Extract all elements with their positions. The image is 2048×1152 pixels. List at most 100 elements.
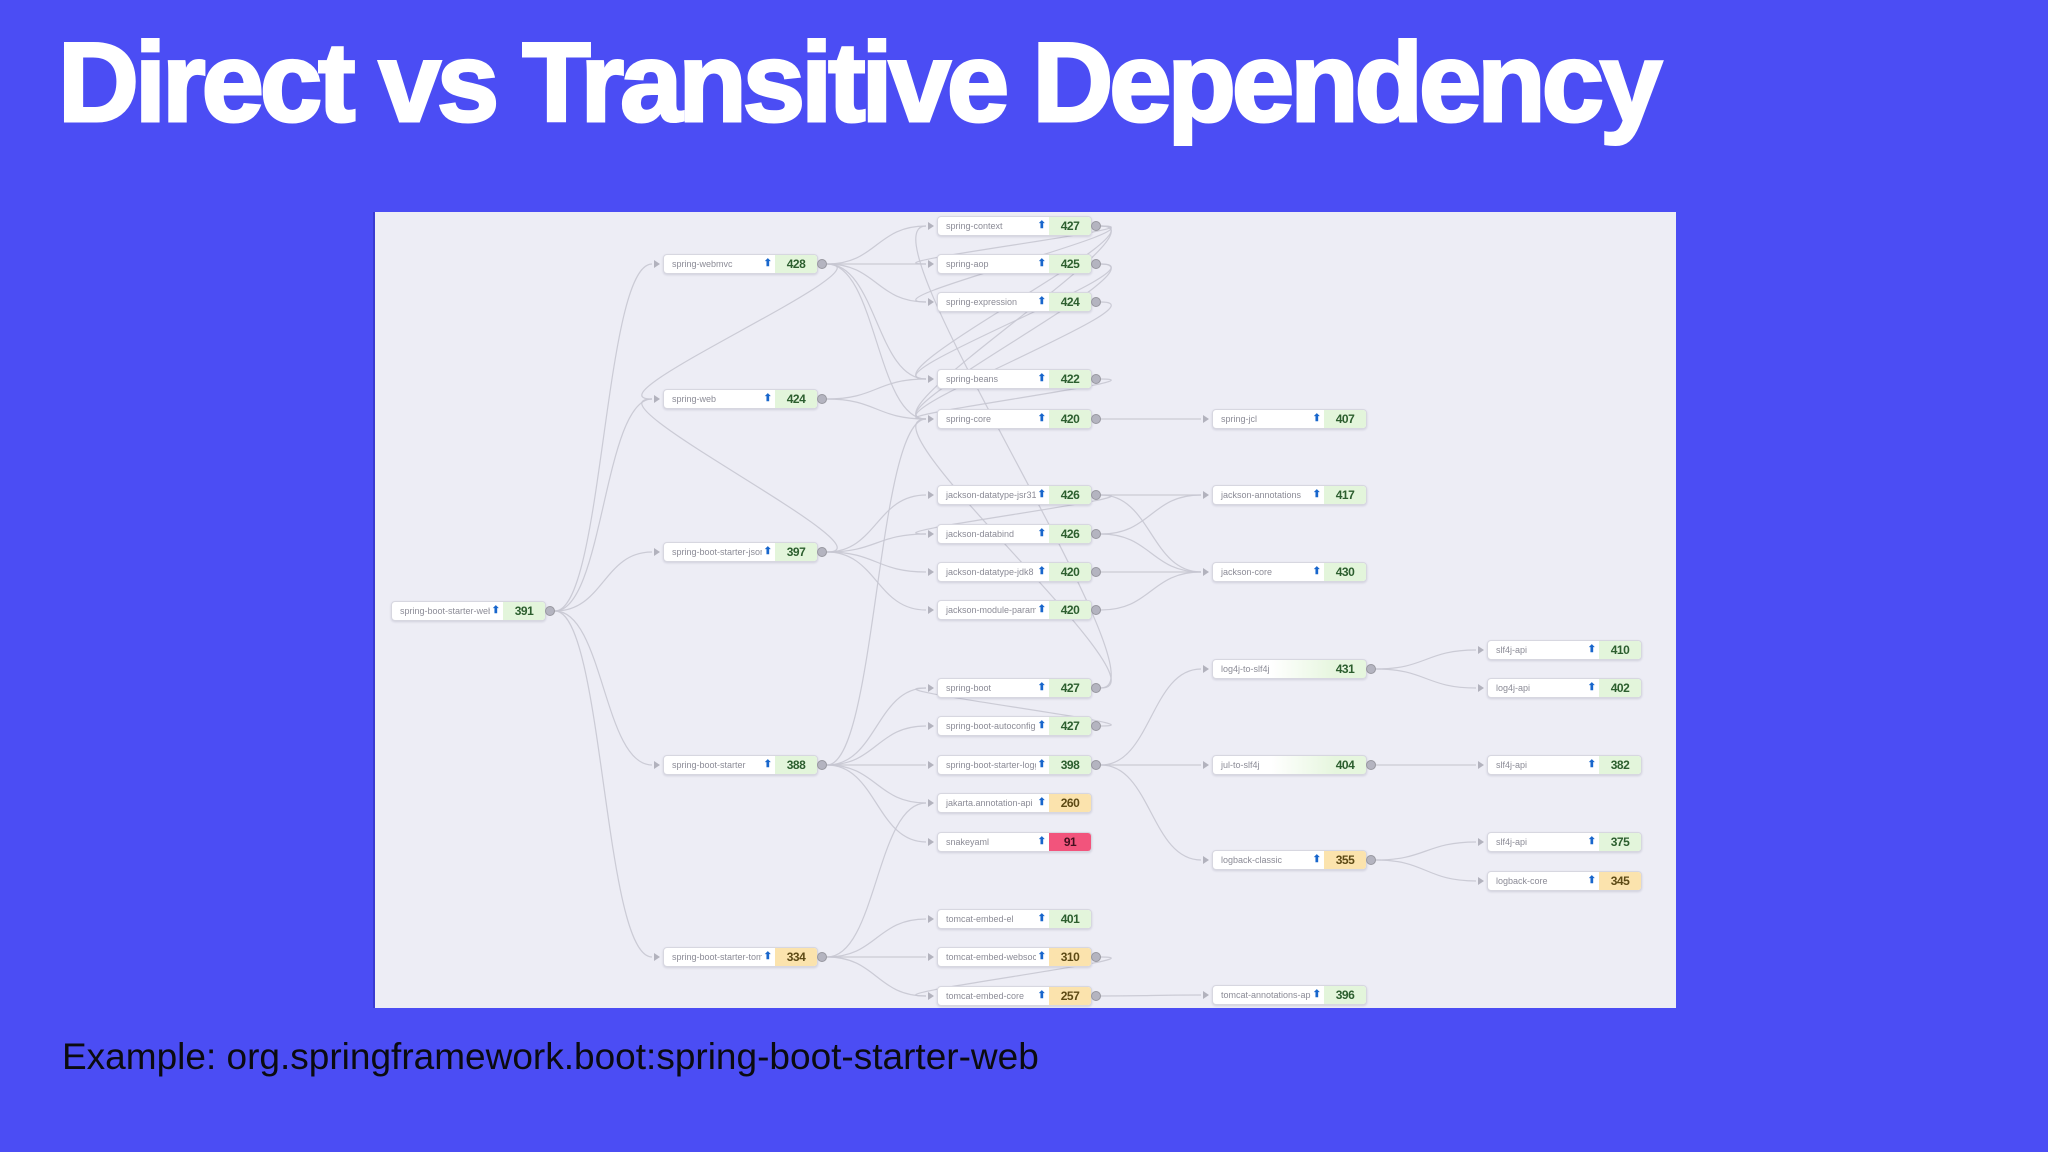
node-label: log4j-api [1496, 683, 1531, 693]
upgrade-arrow-icon[interactable]: ⬆ [1037, 296, 1046, 307]
dependency-node-spring-aop[interactable]: spring-aop⬆425 [928, 254, 1101, 274]
edge-target-arrow-icon [928, 530, 934, 538]
dependency-node-jackson-databind[interactable]: jackson-databind⬆426 [928, 524, 1101, 544]
edge-source-dot-icon [1091, 259, 1101, 269]
dependency-node-spring-boot-starter-tom[interactable]: spring-boot-starter-tom...⬆334 [654, 947, 827, 967]
dependency-edge [826, 418, 927, 766]
dependency-node-jakarta-annotation-api[interactable]: jakarta.annotation-api⬆260 [928, 793, 1092, 813]
edge-source-dot-icon [1091, 490, 1101, 500]
node-label: spring-jcl [1221, 414, 1258, 424]
upgrade-arrow-icon[interactable]: ⬆ [1037, 258, 1046, 269]
upgrade-arrow-icon[interactable]: ⬆ [1587, 836, 1596, 847]
upgrade-arrow-icon[interactable]: ⬆ [1587, 759, 1596, 770]
dependency-node-tomcat-annotations-api[interactable]: tomcat-annotations-api⬆396 [1203, 985, 1367, 1005]
upgrade-arrow-icon[interactable]: ⬆ [1587, 875, 1596, 886]
upgrade-arrow-icon[interactable]: ⬆ [1037, 759, 1046, 770]
upgrade-arrow-icon[interactable]: ⬆ [1312, 854, 1321, 865]
dependency-edge [554, 610, 653, 766]
upgrade-arrow-icon[interactable]: ⬆ [1587, 644, 1596, 655]
upgrade-arrow-icon[interactable]: ⬆ [763, 546, 772, 557]
dependency-node-spring-context[interactable]: spring-context⬆427 [928, 216, 1101, 236]
upgrade-arrow-icon[interactable]: ⬆ [763, 393, 772, 404]
version-count-badge: 388 [775, 756, 817, 774]
node-label: jakarta.annotation-api [946, 798, 1033, 808]
dependency-node-spring-boot-starter-web[interactable]: spring-boot-starter-web⬆391 [391, 601, 555, 621]
dependency-node-spring-jcl[interactable]: spring-jcl⬆407 [1203, 409, 1367, 429]
dependency-node-spring-core[interactable]: spring-core⬆420 [928, 409, 1101, 429]
dependency-node-slf4j-api[interactable]: slf4j-api⬆382 [1478, 755, 1642, 775]
node-label: log4j-to-slf4j [1221, 664, 1270, 674]
dependency-node-spring-web[interactable]: spring-web⬆424 [654, 389, 827, 409]
dependency-edge [826, 263, 927, 420]
dependency-edge [554, 610, 653, 958]
dependency-edge [826, 551, 927, 573]
upgrade-arrow-icon[interactable]: ⬆ [1037, 373, 1046, 384]
edge-source-dot-icon [1366, 855, 1376, 865]
dependency-node-spring-boot-starter-json[interactable]: spring-boot-starter-json⬆397 [654, 542, 827, 562]
dependency-node-spring-boot-starter-logg[interactable]: spring-boot-starter-logg...⬆398 [928, 755, 1101, 775]
upgrade-arrow-icon[interactable]: ⬆ [491, 605, 500, 616]
upgrade-arrow-icon[interactable]: ⬆ [1037, 489, 1046, 500]
edge-target-arrow-icon [1203, 568, 1209, 576]
edge-source-dot-icon [817, 760, 827, 770]
node-label: spring-boot [946, 683, 992, 693]
upgrade-arrow-icon[interactable]: ⬆ [1037, 566, 1046, 577]
dependency-edge [826, 533, 927, 553]
edge-target-arrow-icon [1478, 646, 1484, 654]
edge-target-arrow-icon [654, 260, 660, 268]
upgrade-arrow-icon[interactable]: ⬆ [763, 951, 772, 962]
dependency-node-spring-boot-starter[interactable]: spring-boot-starter⬆388 [654, 755, 827, 775]
upgrade-arrow-icon[interactable]: ⬆ [1037, 990, 1046, 1001]
dependency-node-logback-classic[interactable]: logback-classic⬆355 [1203, 850, 1376, 870]
upgrade-arrow-icon[interactable]: ⬆ [1037, 413, 1046, 424]
dependency-node-logback-core[interactable]: logback-core⬆345 [1478, 871, 1642, 891]
dependency-node-jackson-datatype-jsr310[interactable]: jackson-datatype-jsr310⬆426 [928, 485, 1101, 505]
upgrade-arrow-icon[interactable]: ⬆ [1037, 682, 1046, 693]
version-count-badge: 391 [503, 602, 545, 620]
upgrade-arrow-icon[interactable]: ⬆ [1312, 489, 1321, 500]
upgrade-arrow-icon[interactable]: ⬆ [1312, 413, 1321, 424]
dependency-node-spring-expression[interactable]: spring-expression⬆424 [928, 292, 1101, 312]
upgrade-arrow-icon[interactable]: ⬆ [1312, 989, 1321, 1000]
upgrade-arrow-icon[interactable]: ⬆ [1587, 682, 1596, 693]
dependency-node-spring-boot[interactable]: spring-boot⬆427 [928, 678, 1101, 698]
dependency-node-jackson-core[interactable]: jackson-core⬆430 [1203, 562, 1367, 582]
dependency-node-spring-boot-autoconfig[interactable]: spring-boot-autoconfig...⬆427 [928, 716, 1101, 736]
upgrade-arrow-icon[interactable]: ⬆ [1037, 951, 1046, 962]
dependency-node-log4j-api[interactable]: log4j-api⬆402 [1478, 678, 1642, 698]
upgrade-arrow-icon[interactable]: ⬆ [1037, 797, 1046, 808]
dependency-node-spring-beans[interactable]: spring-beans⬆422 [928, 369, 1101, 389]
dependency-node-snakeyaml[interactable]: snakeyaml⬆91 [928, 832, 1092, 852]
upgrade-arrow-icon[interactable]: ⬆ [1037, 528, 1046, 539]
dependency-node-slf4j-api[interactable]: slf4j-api⬆410 [1478, 640, 1642, 660]
upgrade-arrow-icon[interactable]: ⬆ [1037, 604, 1046, 615]
upgrade-arrow-icon[interactable]: ⬆ [1312, 566, 1321, 577]
node-label: jackson-datatype-jdk8 [946, 567, 1034, 577]
dependency-node-jackson-datatype-jdk8[interactable]: jackson-datatype-jdk8⬆420 [928, 562, 1101, 582]
dependency-node-jackson-module-parame[interactable]: jackson-module-parame...⬆420 [928, 600, 1101, 620]
dependency-edge [915, 687, 1112, 727]
node-label: jackson-core [1221, 567, 1273, 577]
dependency-node-jackson-annotations[interactable]: jackson-annotations⬆417 [1203, 485, 1367, 505]
edge-source-dot-icon [1091, 414, 1101, 424]
dependency-node-spring-webmvc[interactable]: spring-webmvc⬆428 [654, 254, 827, 274]
upgrade-arrow-icon[interactable]: ⬆ [1037, 836, 1046, 847]
edge-target-arrow-icon [654, 548, 660, 556]
dependency-node-tomcat-embed-el[interactable]: tomcat-embed-el⬆401 [928, 909, 1092, 929]
upgrade-arrow-icon[interactable]: ⬆ [763, 759, 772, 770]
edge-source-dot-icon [1091, 605, 1101, 615]
edge-target-arrow-icon [928, 992, 934, 1000]
upgrade-arrow-icon[interactable]: ⬆ [1037, 720, 1046, 731]
upgrade-arrow-icon[interactable]: ⬆ [1037, 913, 1046, 924]
dependency-node-slf4j-api[interactable]: slf4j-api⬆375 [1478, 832, 1642, 852]
edge-target-arrow-icon [654, 395, 660, 403]
dependency-node-tomcat-embed-core[interactable]: tomcat-embed-core⬆257 [928, 986, 1101, 1006]
upgrade-arrow-icon[interactable]: ⬆ [763, 258, 772, 269]
node-label: tomcat-embed-websoc... [946, 952, 1036, 962]
upgrade-arrow-icon[interactable]: ⬆ [1037, 220, 1046, 231]
version-count-badge: 420 [1049, 410, 1091, 428]
version-count-badge: 375 [1599, 833, 1641, 851]
dependency-node-tomcat-embed-websoc[interactable]: tomcat-embed-websoc...⬆310 [928, 947, 1101, 967]
